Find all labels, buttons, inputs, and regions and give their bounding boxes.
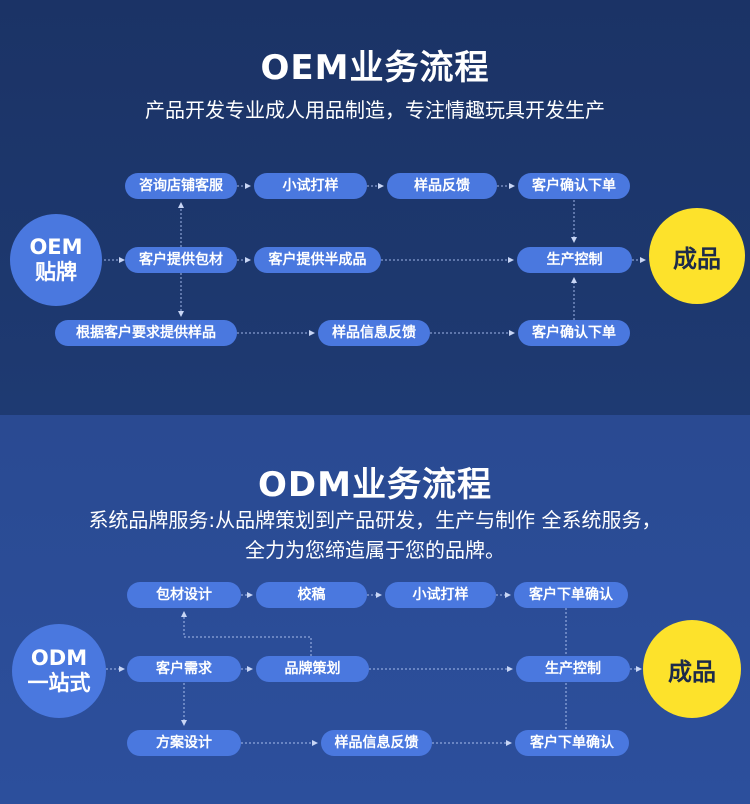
odm-node-pack-design: 包材设计 bbox=[127, 582, 241, 608]
oem-start-line2: 贴牌 bbox=[34, 260, 77, 284]
odm-node-trial: 小试打样 bbox=[385, 582, 496, 608]
odm-start-circle: ODM 一站式 bbox=[12, 624, 106, 718]
oem-connectors bbox=[104, 183, 646, 336]
oem-subtitle: 产品开发专业成人用品制造，专注情趣玩具开发生产 bbox=[145, 98, 605, 122]
oem-start-line1: OEM bbox=[29, 235, 83, 259]
odm-title: ODM业务流程 bbox=[258, 465, 492, 505]
oem-node-sample-info: 样品信息反馈 bbox=[318, 320, 430, 346]
odm-section: ODM业务流程 系统品牌服务:从品牌策划到产品研发，生产与制作 全系统服务， 全… bbox=[0, 415, 750, 804]
odm-node-plan-design: 方案设计 bbox=[127, 730, 241, 756]
odm-end-circle: 成品 bbox=[643, 620, 741, 718]
oem-end-circle: 成品 bbox=[649, 208, 745, 304]
oem-node-confirm-top: 客户确认下单 bbox=[518, 173, 630, 199]
oem-title: OEM业务流程 bbox=[260, 48, 490, 88]
odm-subtitle-line2: 全力为您缔造属于您的品牌。 bbox=[245, 538, 505, 562]
odm-node-sample-info: 样品信息反馈 bbox=[321, 730, 432, 756]
oem-start-circle: OEM 贴牌 bbox=[10, 214, 102, 306]
oem-node-semi: 客户提供半成品 bbox=[254, 247, 381, 273]
odm-start-line1: ODM bbox=[30, 646, 88, 670]
odm-node-needs: 客户需求 bbox=[127, 656, 241, 682]
oem-node-feedback: 样品反馈 bbox=[387, 173, 497, 199]
odm-node-draft: 校稿 bbox=[256, 582, 367, 608]
oem-node-trial: 小试打样 bbox=[254, 173, 367, 199]
oem-node-production: 生产控制 bbox=[517, 247, 632, 273]
oem-node-sample-req: 根据客户要求提供样品 bbox=[55, 320, 237, 346]
odm-node-brand-plan: 品牌策划 bbox=[256, 656, 369, 682]
odm-node-order-top: 客户下单确认 bbox=[514, 582, 628, 608]
odm-connectors bbox=[106, 592, 642, 746]
odm-subtitle-line1: 系统品牌服务:从品牌策划到产品研发，生产与制作 全系统服务， bbox=[88, 508, 662, 532]
odm-node-order-bottom: 客户下单确认 bbox=[515, 730, 629, 756]
odm-start-line2: 一站式 bbox=[27, 671, 91, 695]
oem-node-confirm-bottom: 客户确认下单 bbox=[518, 320, 630, 346]
oem-section: OEM业务流程 产品开发专业成人用品制造，专注情趣玩具开发生产 OEM 贴牌 成… bbox=[0, 0, 750, 415]
oem-node-consult: 咨询店铺客服 bbox=[125, 173, 237, 199]
oem-node-materials: 客户提供包材 bbox=[125, 247, 237, 273]
odm-node-production: 生产控制 bbox=[516, 656, 630, 682]
